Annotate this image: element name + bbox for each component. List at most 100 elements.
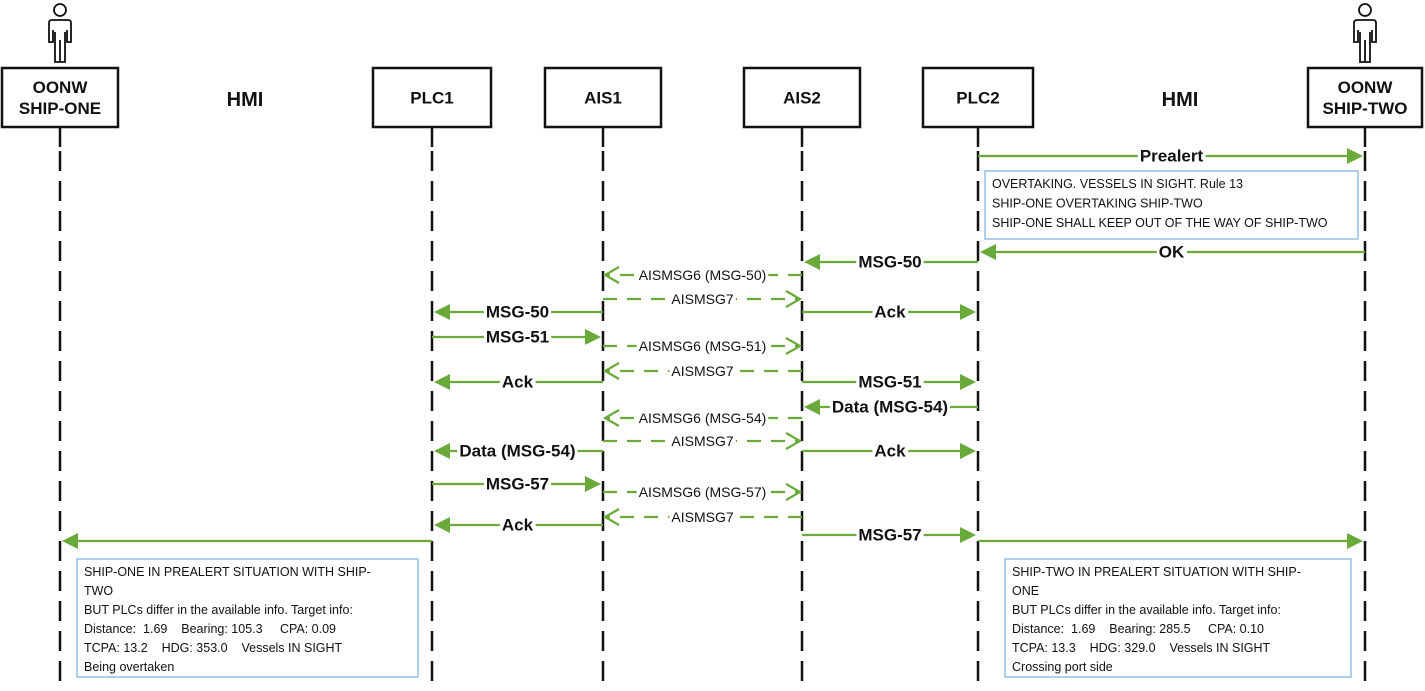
- participant-ais1: AIS1: [543, 66, 663, 129]
- message-ack: Ack: [802, 302, 976, 322]
- message-label: AISMSG6 (MSG-57): [639, 484, 767, 500]
- message-label: Data (MSG-54): [832, 398, 948, 417]
- arrowhead-icon: [434, 304, 450, 320]
- message-label-background: [829, 397, 951, 417]
- message-label: AISMSG7: [671, 509, 733, 525]
- participant-box: [371, 66, 493, 129]
- participant-box: [1306, 66, 1424, 129]
- note-line: BUT PLCs differ in the available info. T…: [1012, 603, 1281, 617]
- message-label: Ack: [502, 516, 534, 535]
- participant-hmi1: HMI: [227, 89, 264, 111]
- open-arrowhead-icon: [602, 266, 620, 284]
- message-data-msg-54: Data (MSG-54): [804, 397, 978, 417]
- participant-box: [0, 66, 120, 129]
- arrowhead-icon: [585, 476, 601, 492]
- participant-label: PLC2: [956, 89, 999, 108]
- message-label: AISMSG7: [671, 433, 733, 449]
- message-label-background: [872, 302, 909, 322]
- participant-label: HMI: [1162, 89, 1199, 111]
- message-label-background: [856, 252, 924, 272]
- message-label-background: [669, 433, 736, 449]
- message-msg-51: MSG-51: [432, 327, 601, 347]
- participant-label: AIS2: [783, 89, 821, 108]
- message-label-background: [856, 372, 924, 392]
- note-line: OVERTAKING. VESSELS IN SIGHT. Rule 13: [992, 177, 1243, 191]
- note-box: [984, 170, 1359, 240]
- note-line: SHIP-ONE OVERTAKING SHIP-TWO: [992, 197, 1203, 211]
- message-label: MSG-57: [486, 475, 549, 494]
- message-ack: Ack: [434, 515, 603, 535]
- message-label: MSG-51: [858, 373, 921, 392]
- open-arrowhead-icon: [602, 362, 620, 380]
- message-notify: [978, 533, 1363, 549]
- message-aismsg6-msg-51: AISMSG6 (MSG-51): [603, 337, 803, 355]
- lifelines: [58, 127, 1367, 691]
- arrowhead-icon: [434, 517, 450, 533]
- note-line: Distance: 1.69 Bearing: 285.5 CPA: 0.10: [1012, 622, 1264, 636]
- message-notify: [62, 533, 432, 549]
- note-line: BUT PLCs differ in the available info. T…: [84, 603, 353, 617]
- arrowhead-icon: [62, 533, 78, 549]
- message-aismsg6-msg-57: AISMSG6 (MSG-57): [603, 483, 803, 501]
- participant-label: PLC1: [410, 89, 453, 108]
- message-label: Prealert: [1140, 147, 1204, 166]
- arrowhead-icon: [804, 399, 820, 415]
- message-msg-57: MSG-57: [432, 474, 601, 494]
- prealert-note: OVERTAKING. VESSELS IN SIGHT. Rule 13 SHI…: [984, 170, 1359, 240]
- open-arrowhead-icon: [602, 508, 620, 526]
- message-msg-50: MSG-50: [434, 302, 603, 322]
- participant-hmi2: HMI: [1162, 89, 1199, 111]
- arrowhead-icon: [804, 254, 820, 270]
- message-aismsg7: AISMSG7: [603, 290, 803, 308]
- message-label: AISMSG6 (MSG-50): [639, 267, 767, 283]
- message-aismsg7: AISMSG7: [602, 508, 802, 526]
- message-ack: Ack: [802, 441, 976, 461]
- notes: OVERTAKING. VESSELS IN SIGHT. Rule 13 SHI…: [76, 170, 1359, 678]
- message-label-background: [669, 509, 736, 525]
- message-msg-50: MSG-50: [804, 252, 978, 272]
- open-arrowhead-icon: [785, 483, 803, 501]
- note-line: TCPA: 13.3 HDG: 329.0 Vessels IN SIGHT: [1012, 641, 1271, 655]
- message-label: AISMSG7: [671, 363, 733, 379]
- message-label: Ack: [874, 303, 906, 322]
- message-label-background: [483, 327, 552, 347]
- ship-one-note: SHIP-ONE IN PREALERT SITUATION WITH SHIP…: [76, 558, 419, 678]
- message-label-background: [1137, 146, 1206, 166]
- note-box: [1004, 558, 1352, 678]
- message-msg-51: MSG-51: [802, 372, 976, 392]
- message-prealert: Prealert: [978, 146, 1363, 166]
- open-arrowhead-icon: [785, 432, 803, 450]
- message-aismsg6-msg-54: AISMSG6 (MSG-54): [602, 409, 802, 427]
- message-label-background: [483, 474, 552, 494]
- message-label: Ack: [502, 373, 534, 392]
- arrowhead-icon: [1347, 533, 1363, 549]
- message-label: OK: [1159, 243, 1185, 262]
- message-label-background: [457, 441, 578, 461]
- message-label: MSG-50: [486, 303, 549, 322]
- message-label-background: [499, 515, 536, 535]
- message-ack: Ack: [434, 372, 603, 392]
- participant-label: AIS1: [584, 89, 622, 108]
- arrowhead-icon: [960, 304, 976, 320]
- note-line: Being overtaken: [84, 660, 174, 674]
- message-label-background: [872, 441, 909, 461]
- message-label-background: [483, 302, 552, 322]
- message-label: MSG-57: [858, 526, 921, 545]
- message-label: AISMSG6 (MSG-51): [639, 338, 767, 354]
- participant-box: [543, 66, 663, 129]
- note-box: [76, 558, 419, 678]
- arrowhead-icon: [1347, 148, 1363, 164]
- participant-box: [742, 66, 862, 129]
- participant-ais2: AIS2: [742, 66, 862, 129]
- participant-box: [921, 66, 1035, 129]
- message-label-background: [636, 338, 769, 354]
- message-label-background: [636, 267, 769, 283]
- participant-label: OONW: [33, 78, 89, 97]
- note-line: SHIP-TWO IN PREALERT SITUATION WITH SHIP…: [1012, 565, 1301, 579]
- message-ok: OK: [980, 242, 1365, 262]
- message-label-background: [669, 291, 736, 307]
